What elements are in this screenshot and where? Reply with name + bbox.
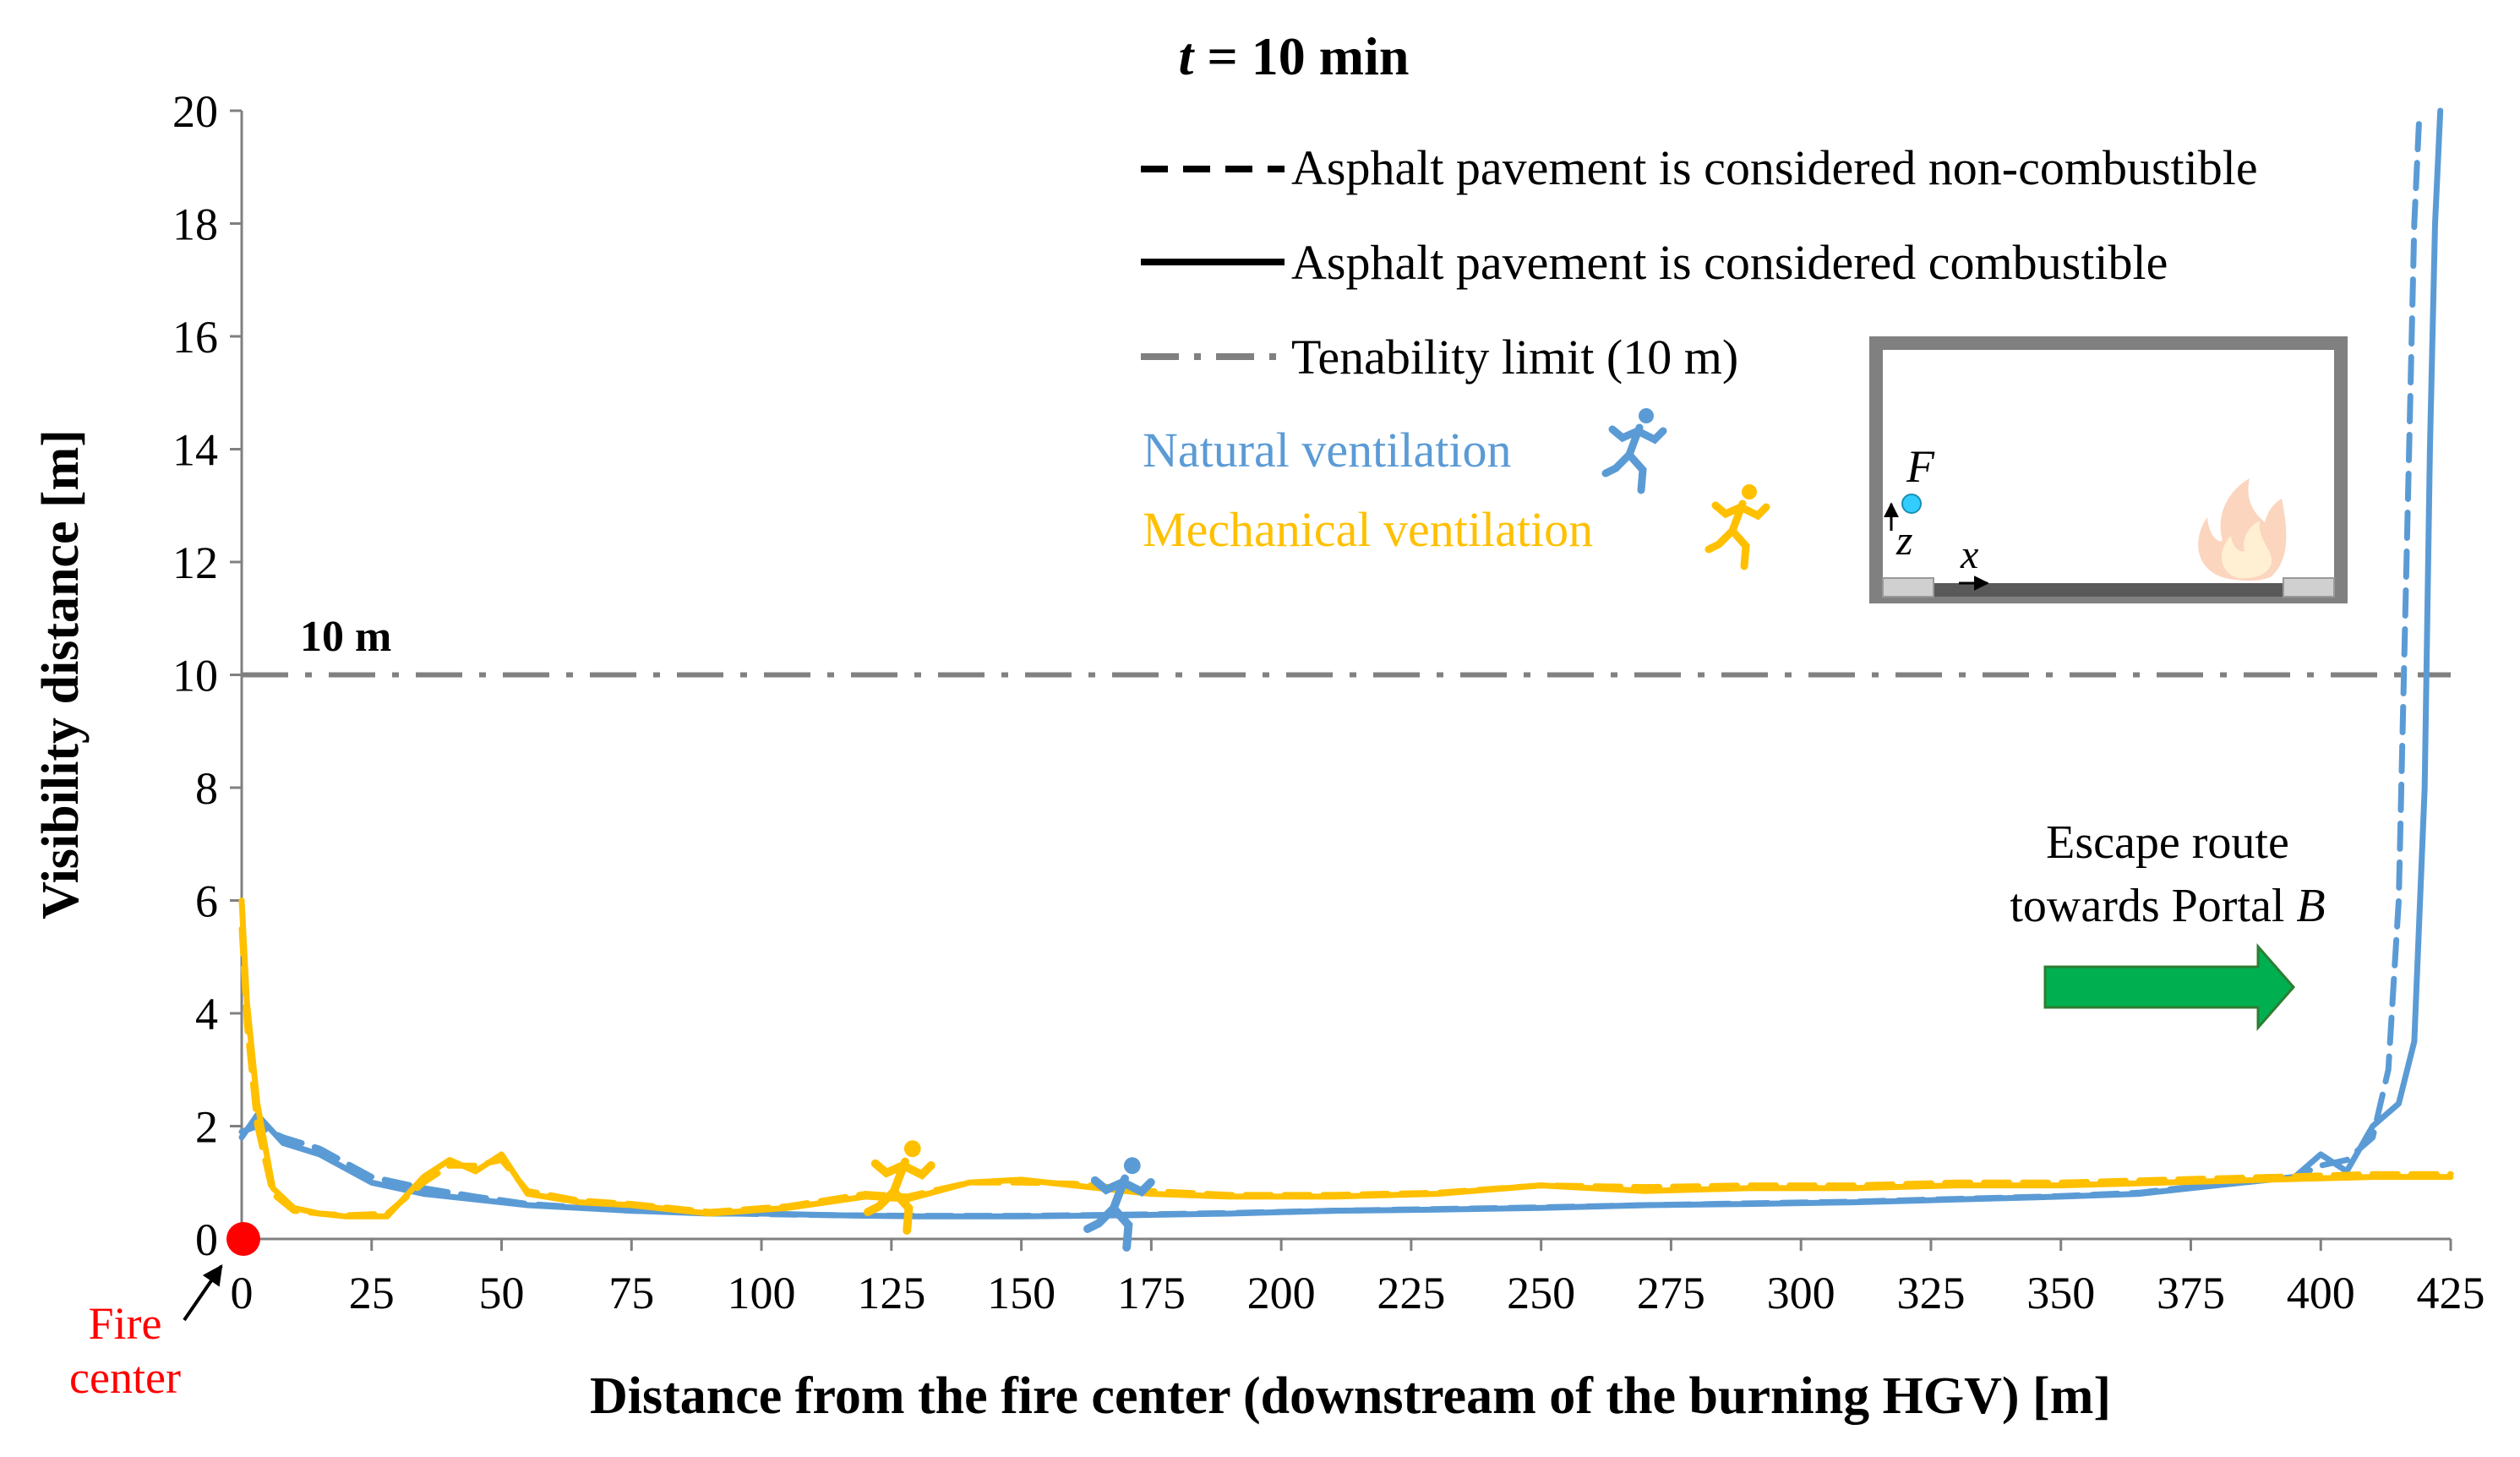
running-person-icon xyxy=(864,1140,935,1235)
x-tick-label: 150 xyxy=(987,1268,1055,1318)
x-tick-label: 250 xyxy=(1507,1268,1575,1318)
tunnel-inset: F z x xyxy=(1869,336,2348,603)
y-tick-label: 0 xyxy=(195,1214,218,1265)
flame-icon xyxy=(2198,478,2287,581)
y-tick-label: 4 xyxy=(195,989,218,1040)
escape-route-line2-var: B xyxy=(2296,880,2325,932)
x-tick-label: 25 xyxy=(349,1268,395,1318)
fire-center-arrow xyxy=(183,1264,223,1322)
running-person-icon xyxy=(1705,484,1770,570)
y-tick-label: 16 xyxy=(172,312,218,363)
fire-center-label-line2: center xyxy=(69,1352,181,1403)
inset-x-label: x xyxy=(1960,532,1978,577)
y-ticks: 0 2 4 6 8 10 12 14 16 18 20 xyxy=(172,86,242,1265)
y-tick-label: 8 xyxy=(195,763,218,814)
x-tick-label: 75 xyxy=(608,1268,654,1318)
x-tick-label: 275 xyxy=(1637,1268,1705,1318)
chart-title-rest: = 10 min xyxy=(1193,26,1409,86)
x-tick-label: 125 xyxy=(857,1268,925,1318)
x-tick-label: 200 xyxy=(1247,1268,1316,1318)
chart-title-var: t xyxy=(1179,26,1196,86)
y-axis-label: Visibility distance [m] xyxy=(32,429,90,919)
x-tick-label: 175 xyxy=(1117,1268,1186,1318)
fire-center-label-line1: Fire xyxy=(89,1298,162,1349)
y-tick-label: 10 xyxy=(172,651,218,701)
fire-center-marker xyxy=(226,1222,260,1256)
y-tick-label: 2 xyxy=(195,1102,218,1153)
tenability-limit-label: 10 m xyxy=(300,613,391,661)
escape-route-line1: Escape route xyxy=(2046,816,2289,869)
x-axis-label: Distance from the fire center (downstrea… xyxy=(590,1367,2111,1425)
legend-label-non-combustible: Asphalt pavement is considered non-combu… xyxy=(1291,140,2258,195)
fire-center-annotation: Fire center xyxy=(69,1222,260,1403)
y-tick-label: 18 xyxy=(172,199,218,250)
tunnel-inset-left-curb xyxy=(1882,577,1934,598)
x-tick-label: 50 xyxy=(479,1268,525,1318)
running-person-icon xyxy=(1601,408,1667,494)
x-tick-label: 350 xyxy=(2026,1268,2095,1318)
inset-z-label: z xyxy=(1895,516,1912,564)
inset-f-label: F xyxy=(1906,441,1935,492)
x-ticks: 0 25 50 75 100 125 150 175 200 225 250 275 300 325 350… xyxy=(231,1239,2485,1318)
escape-route-line2: towards Portal B xyxy=(2010,880,2325,932)
escape-route-line2-text: towards Portal xyxy=(2010,880,2296,932)
escape-route-arrow xyxy=(2043,943,2295,1031)
tenability-limit: 10 m xyxy=(242,613,2451,678)
y-tick-label: 12 xyxy=(172,538,218,588)
legend-label-mechanical: Mechanical ventilation xyxy=(1143,502,1593,557)
series-mechanical-ventilation-combustible xyxy=(238,898,2454,1220)
x-tick-label: 0 xyxy=(231,1268,254,1318)
escape-route-annotation: Escape route towards Portal B xyxy=(2010,816,2326,1031)
x-tick-label: 425 xyxy=(2417,1268,2485,1318)
x-tick-label: 300 xyxy=(1767,1268,1835,1318)
x-tick-label: 400 xyxy=(2287,1268,2355,1318)
legend-label-combustible: Asphalt pavement is considered combustib… xyxy=(1291,235,2168,290)
legend-label-tenability: Tenability limit (10 m) xyxy=(1291,330,1738,385)
legend-label-natural: Natural ventilation xyxy=(1143,423,1511,477)
x-tick-label: 325 xyxy=(1896,1268,1965,1318)
measurement-point-f xyxy=(1901,494,1922,514)
series-natural-ventilation-non-combustible xyxy=(238,107,2423,1220)
tunnel-inset-right-curb xyxy=(2283,577,2335,598)
legend: Asphalt pavement is considered non-combu… xyxy=(1141,140,2258,570)
x-tick-label: 225 xyxy=(1377,1268,1445,1318)
running-person-icon xyxy=(1083,1157,1155,1252)
chart-title: t = 10 min xyxy=(1179,26,1410,86)
y-tick-label: 14 xyxy=(172,425,218,476)
y-tick-label: 6 xyxy=(195,876,218,927)
tunnel-inset-road xyxy=(1883,583,2334,597)
x-tick-label: 375 xyxy=(2157,1268,2225,1318)
y-tick-label: 20 xyxy=(172,86,218,137)
x-tick-label: 100 xyxy=(728,1268,796,1318)
